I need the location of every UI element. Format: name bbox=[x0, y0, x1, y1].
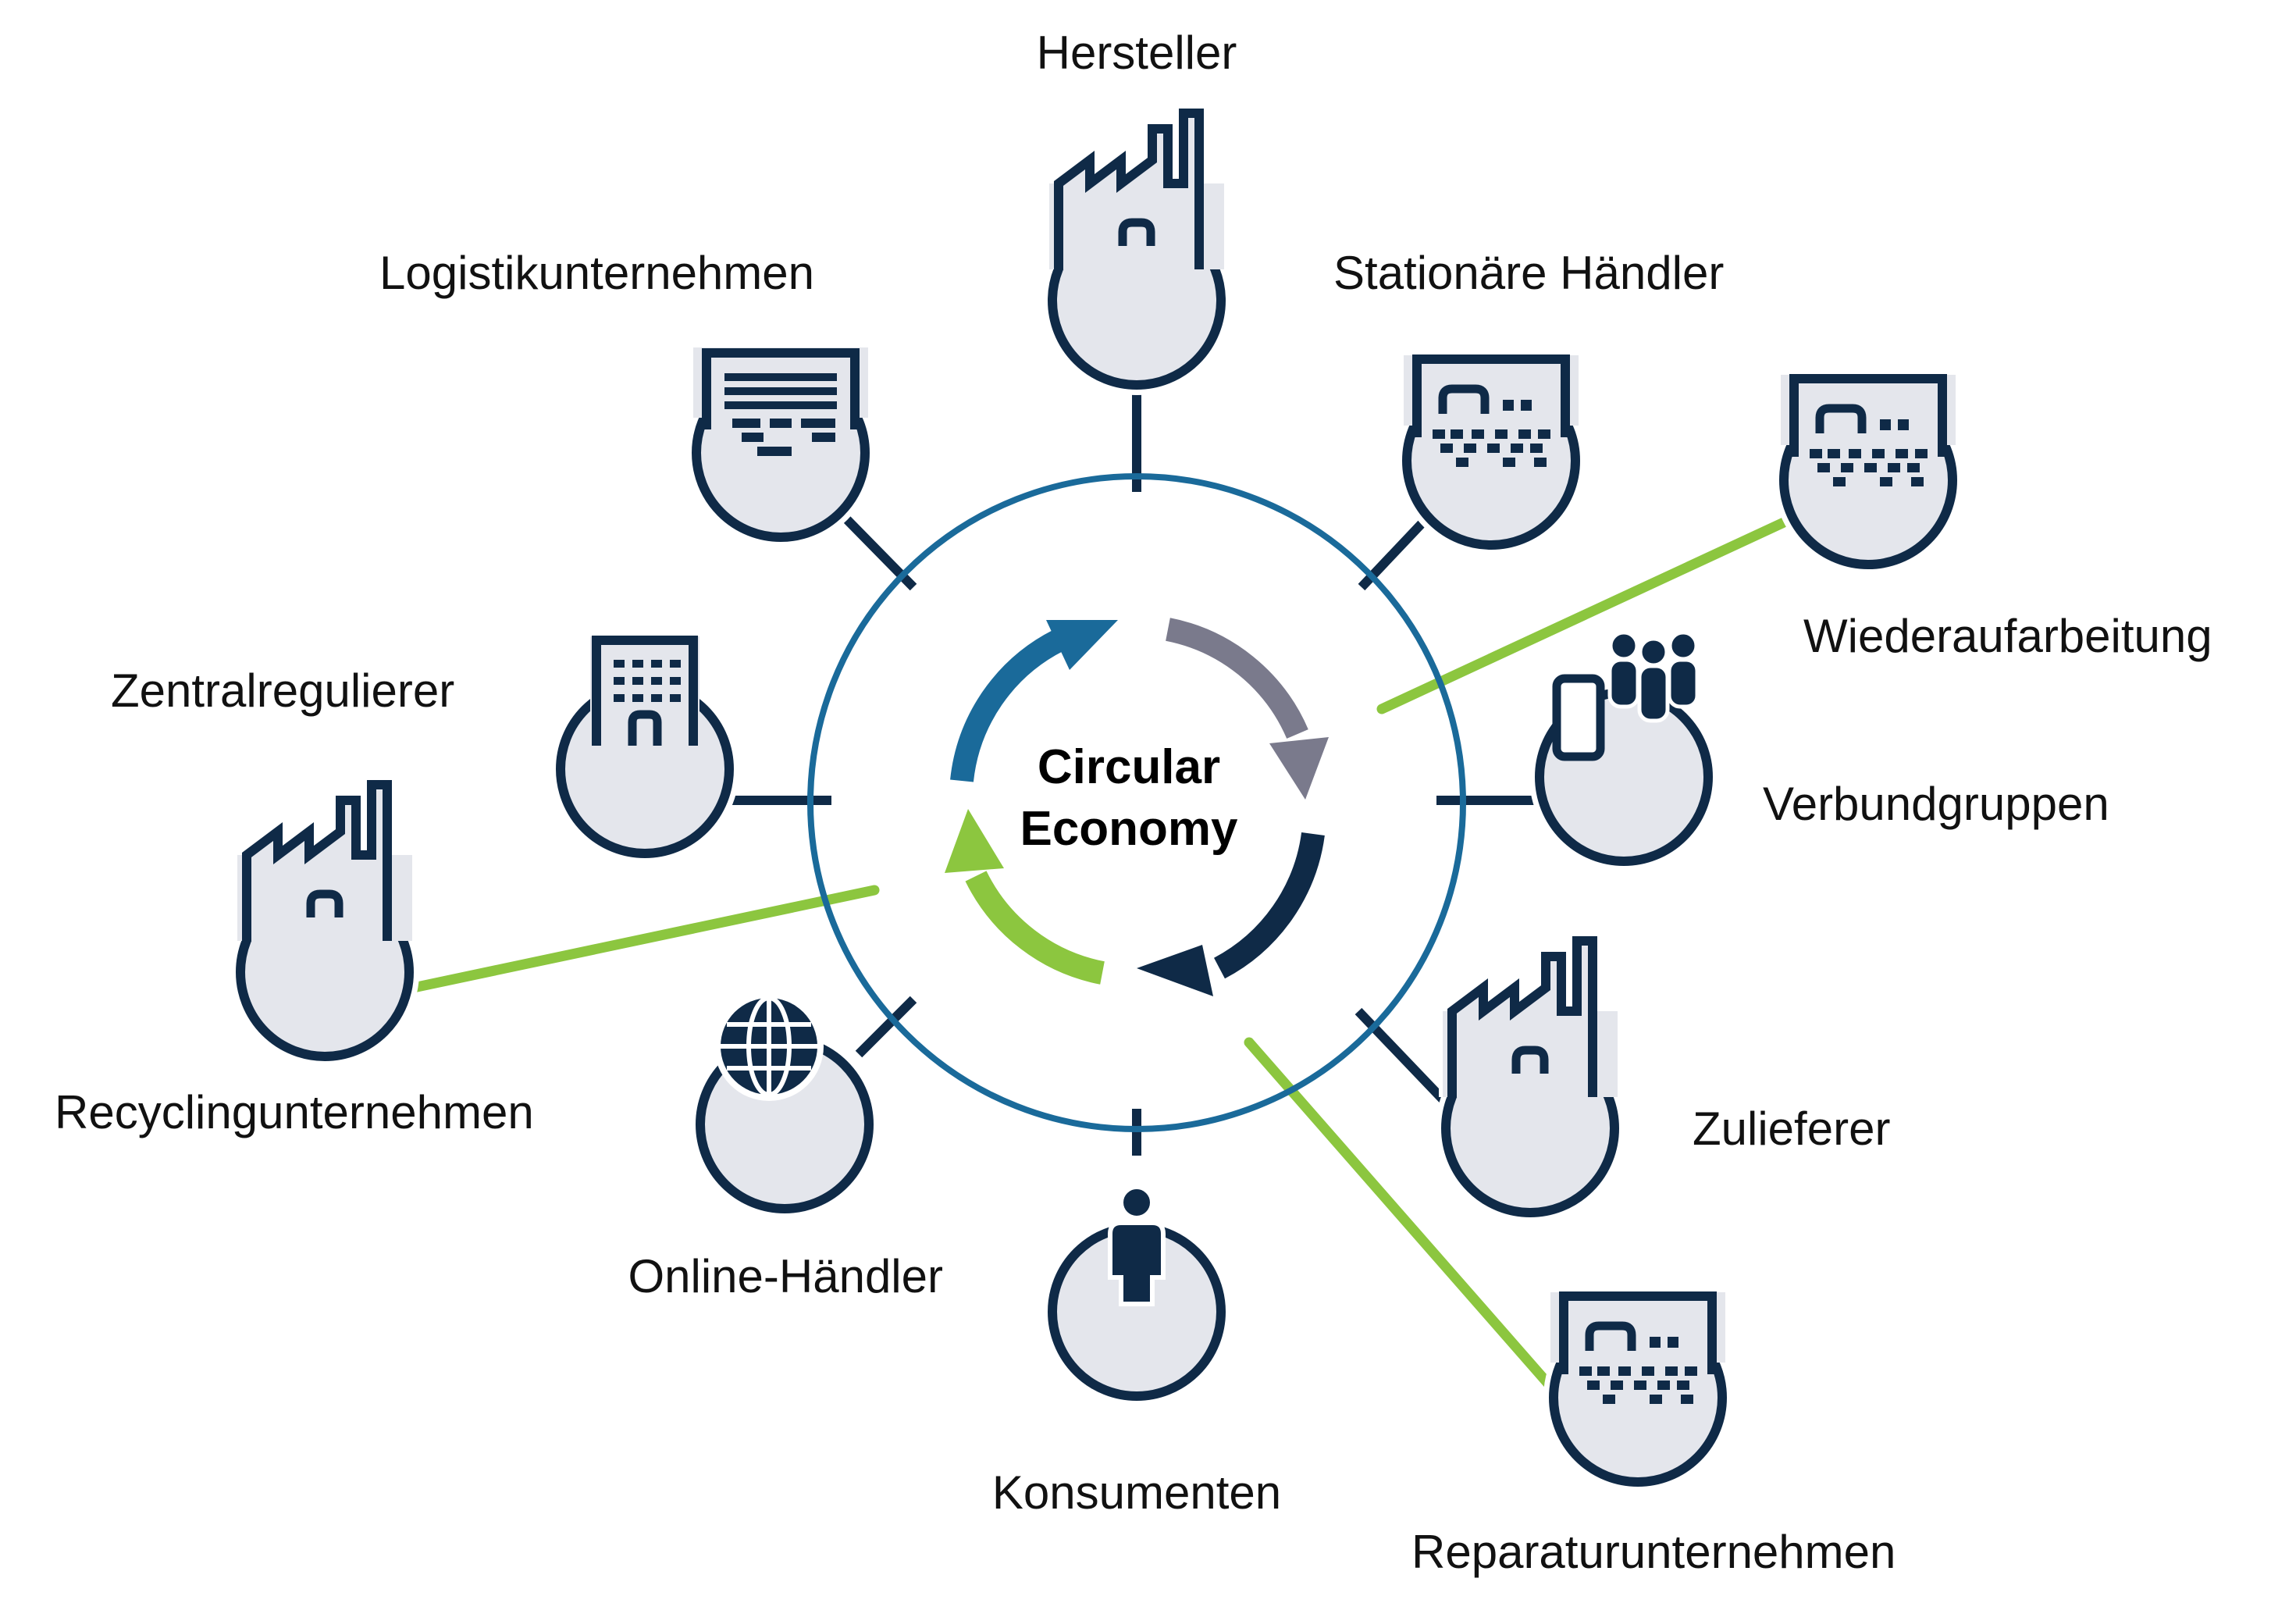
storefront-icon bbox=[1404, 355, 1579, 545]
green-connector-lines bbox=[397, 508, 1805, 1399]
warehouse-icon bbox=[693, 347, 868, 537]
center-title-line1: Circular bbox=[1038, 740, 1220, 794]
factory-icon bbox=[1443, 941, 1618, 1213]
factory-icon bbox=[237, 785, 412, 1056]
factory-icon bbox=[1049, 113, 1224, 385]
node-reparaturunternehmen bbox=[1550, 1292, 1725, 1482]
connector-online-haendler bbox=[855, 996, 917, 1058]
label-wiederaufarbeitung: Wiederaufarbeitung bbox=[1803, 610, 2212, 662]
node-wiederaufarbeitung bbox=[1781, 375, 1956, 565]
node-recyclingunternehmen bbox=[237, 785, 412, 1056]
label-recyclingunternehmen: Recyclingunternehmen bbox=[55, 1086, 534, 1138]
node-logistikunternehmen bbox=[693, 347, 868, 537]
globe-icon bbox=[700, 992, 869, 1209]
label-stationaere-haendler: Stationäre Händler bbox=[1333, 247, 1724, 299]
arrow-navy bbox=[1213, 832, 1325, 979]
storefront-icon bbox=[1781, 375, 1956, 565]
label-verbundgruppen: Verbundgruppen bbox=[1763, 778, 2109, 830]
label-logistikunternehmen: Logistikunternehmen bbox=[379, 247, 814, 299]
label-online-haendler: Online-Händler bbox=[628, 1250, 943, 1302]
arrow-green bbox=[965, 871, 1105, 985]
office-building-icon bbox=[561, 636, 729, 853]
node-verbundgruppen bbox=[1540, 632, 1708, 861]
node-zentralregulierer bbox=[561, 636, 729, 853]
node-konsumenten bbox=[1052, 1187, 1221, 1396]
arrow-gray bbox=[1165, 618, 1308, 739]
label-hersteller: Hersteller bbox=[1037, 27, 1237, 79]
node-hersteller bbox=[1049, 113, 1224, 385]
main-ring bbox=[807, 473, 1466, 1132]
node-zulieferer bbox=[1443, 941, 1618, 1213]
label-konsumenten: Konsumenten bbox=[992, 1466, 1281, 1519]
label-zulieferer: Zulieferer bbox=[1693, 1103, 1890, 1155]
connector-zulieferer bbox=[1354, 1007, 1448, 1105]
label-zentralregulierer: Zentralregulierer bbox=[111, 664, 454, 717]
cycle-arrows bbox=[945, 618, 1329, 996]
label-reparaturunternehmen: Reparaturunternehmen bbox=[1411, 1526, 1896, 1578]
node-online-haendler bbox=[700, 992, 869, 1209]
arrow-blue bbox=[950, 629, 1064, 782]
storefront-icon bbox=[1550, 1292, 1725, 1482]
node-stationaere-haendler bbox=[1404, 355, 1579, 545]
phone-group-icon bbox=[1540, 632, 1708, 861]
center-title-line2: Economy bbox=[1020, 802, 1238, 856]
person-icon bbox=[1052, 1187, 1221, 1396]
